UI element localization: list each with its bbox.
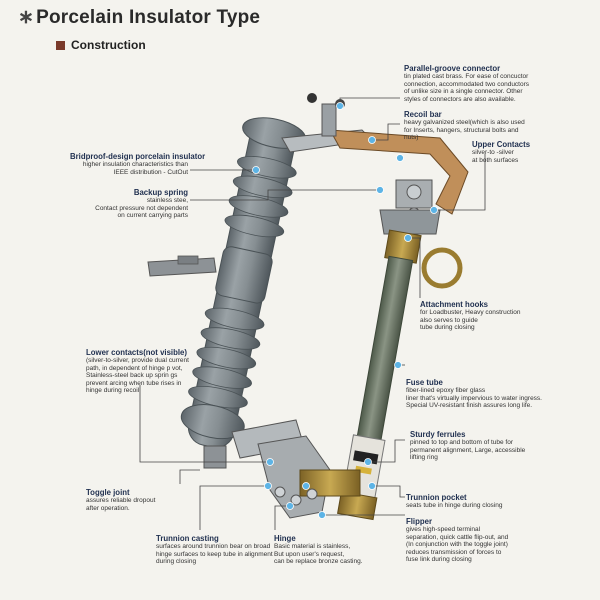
callout-hinge: Hinge Basic material is stainless, But u… [274,534,363,566]
lifting-ring [421,247,463,289]
callout-title: Recoil bar [404,110,442,119]
callout-porcelain-insulator: Bridproof-design porcelain insulator hig… [70,152,206,176]
callout-title: Fuse tube [406,378,443,387]
porcelain-insulator [180,117,307,448]
callout-desc: assures reliable dropout after operation… [86,497,156,512]
callout-title: Hinge [274,534,296,543]
callout-title: Parallel-groove connector [404,64,501,73]
callout-title: Trunnion casting [156,534,219,543]
callout-desc: tin plated cast brass. For ease of concu… [404,73,530,103]
title-mark: ∗ [18,7,35,28]
callout-dots [252,102,438,519]
callout-desc: for Loadbuster, Heavy construction also … [420,309,521,332]
callout-backup-spring: Backup spring stainless stee, Contact pr… [86,188,188,220]
callout-title: Lower contacts(not visible) [86,348,187,357]
top-contact-assembly [281,93,469,235]
callout-desc: seats tube in hinge during closing [406,502,503,509]
callout-title: Sturdy ferrules [410,430,466,439]
callout-parallel-groove-connector: Parallel-groove connector tin plated cas… [404,64,529,103]
callout-desc: silver-to -silver at both surfaces [472,149,519,164]
callout-trunnion-pocket: Trunnion pocket seats tube in hinge duri… [406,493,502,510]
callout-toggle-joint: Toggle joint assures reliable dropout af… [86,488,155,512]
callout-desc: higher insulation characteristics than I… [82,161,188,176]
title-text: Porcelain Insulator Type [36,7,261,28]
section-label: Construction [71,38,146,52]
callout-lower-contacts: Lower contacts(not visible) (silver-to-s… [86,348,189,395]
callout-sturdy-ferrules: Sturdy ferrules pinned to top and bottom… [410,430,525,462]
callout-recoil-bar: Recoil bar heavy galvanized steel(which … [404,110,525,142]
callout-flipper: Flipper gives high-speed terminal separa… [406,517,508,564]
callout-desc: surfaces around trunnion bear on broad h… [156,543,273,566]
callout-fuse-tube: Fuse tube fiber-lined epoxy fiber glass … [406,378,542,410]
callout-title: Trunnion pocket [406,493,467,502]
hinge-assembly [203,419,361,519]
callout-desc: gives high-speed terminal separation, qu… [406,526,509,564]
mounting-bracket [147,255,217,277]
callout-desc: heavy galvanized steel(which is also use… [404,119,525,142]
section-heading: Construction [56,38,146,52]
callout-desc: (silver-to-silver, provide dual current … [86,357,189,395]
callout-trunnion-casting: Trunnion casting surfaces around trunnio… [156,534,273,566]
callout-desc: stainless stee, Contact pressure not dep… [95,197,188,220]
page-title: ∗Porcelain Insulator Type [18,6,260,29]
callout-attachment-hooks: Attachment hooks for Loadbuster, Heavy c… [420,300,520,332]
callout-title: Backup spring [133,188,188,197]
callout-desc: pinned to top and bottom of tube for per… [410,439,526,462]
callout-title: Bridproof-design porcelain insulator [70,152,206,161]
callout-upper-contacts: Upper Contacts silver-to -silver at both… [472,140,530,164]
callout-desc: fiber-lined epoxy fiber glass liner that… [406,387,542,410]
callout-desc: Basic material is stainless, But upon us… [274,543,363,566]
callout-title: Flipper [406,517,432,526]
section-square-icon [56,40,65,50]
callout-title: Upper Contacts [472,140,531,149]
callout-title: Toggle joint [86,488,130,497]
callout-title: Attachment hooks [420,300,489,309]
